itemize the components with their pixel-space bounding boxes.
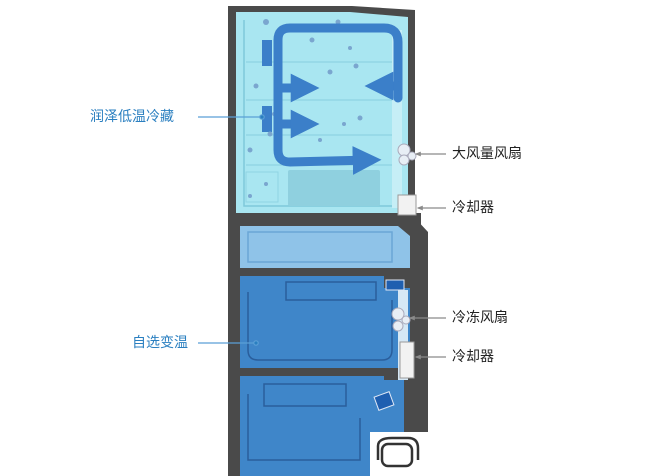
cooler-icon [399, 341, 415, 379]
label-freezer-fan: 冷冻风扇 [452, 310, 508, 326]
fridge-compartment [236, 12, 408, 213]
damper-panel [373, 391, 395, 411]
label-cooler-lower: 冷却器 [452, 349, 494, 365]
fan-icon [391, 307, 411, 332]
label-fan-large: 大风量风扇 [452, 146, 522, 162]
compressor-icon [370, 432, 428, 476]
lower-air-duct [398, 290, 408, 380]
label-variable-zone: 自选变温 [132, 335, 188, 351]
variable-temp-compartment [236, 268, 421, 476]
mid-drawer [240, 226, 410, 268]
fan-icon [397, 143, 417, 166]
callout-lines-right [408, 151, 446, 360]
airflow-arrows [273, 23, 403, 175]
compartment-divider [236, 213, 421, 225]
label-fridge-zone: 润泽低温冷藏 [90, 109, 174, 125]
airflow-loop [273, 23, 403, 175]
label-cooler-upper: 冷却器 [452, 200, 494, 216]
variable-temp-sensor [385, 279, 405, 291]
door-pocket [262, 40, 272, 66]
egg-tray [245, 171, 279, 203]
cooler-icon [397, 194, 417, 216]
callout-lines-left [198, 114, 265, 346]
cold-air-bubbles [247, 19, 363, 198]
crisper-drawer [288, 170, 380, 206]
door-pocket [262, 106, 272, 132]
air-duct [392, 30, 402, 208]
